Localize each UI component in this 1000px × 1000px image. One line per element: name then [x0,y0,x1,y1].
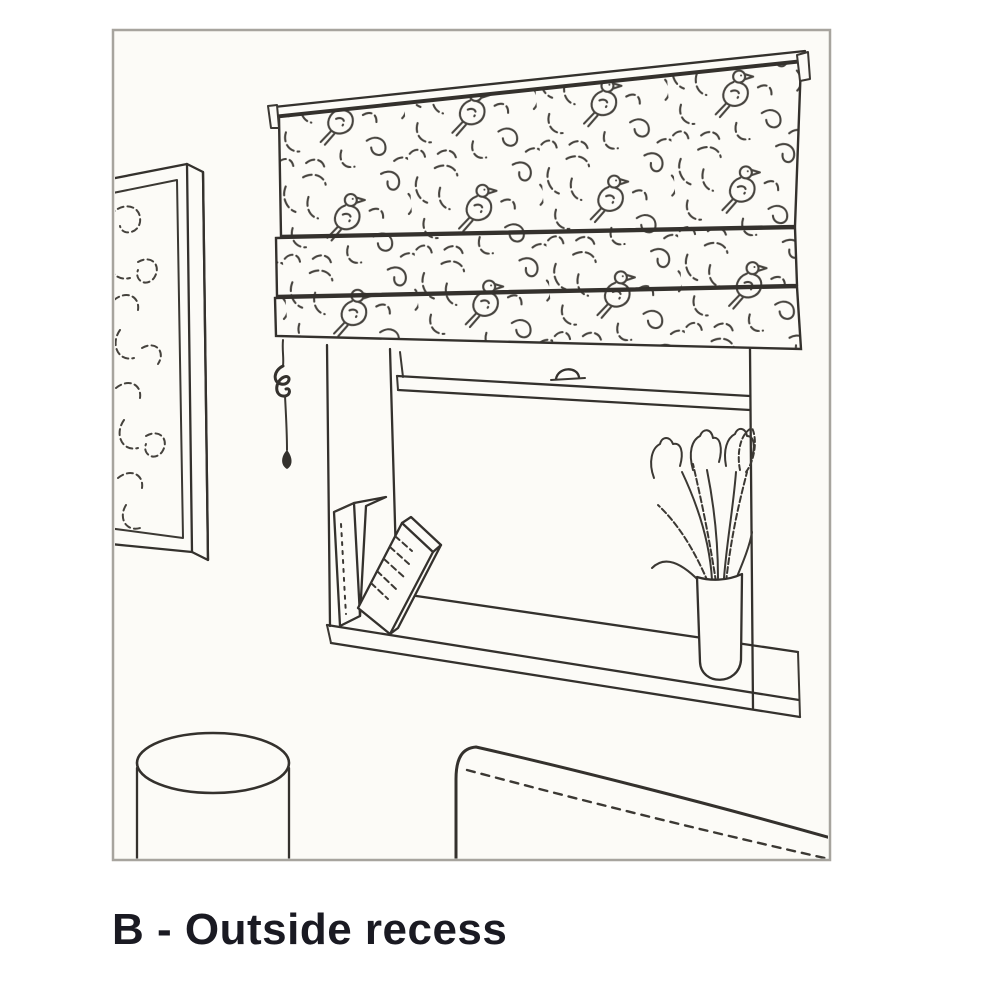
blind-fold-1 [274,226,799,298]
tulip-flowers [650,428,755,479]
roman-blind [267,49,811,351]
picture-frame [115,162,210,562]
window-right-jamb [748,347,755,710]
book-cover-text-lines [370,535,413,600]
sofa-back [454,745,828,859]
cylindrical-stool [135,731,291,859]
sash-bar [395,374,752,412]
figure-caption: B - Outside recess [112,905,508,954]
cord-weight [282,450,292,469]
headrail-left-bracket [267,104,280,129]
window-catch [550,368,586,381]
headrail-right-bracket [796,51,811,82]
blind-fold-2 [273,285,803,351]
cord-knot [273,364,291,398]
blind-headrail [267,49,811,129]
tulip-stems-and-leaves [651,427,756,587]
sash-window [325,343,802,719]
blind-main-panel [277,60,803,238]
window-recess-left-edge [325,343,332,628]
vase-of-tulips [650,427,756,681]
frame-artwork [115,205,166,530]
books-on-sill [332,495,443,636]
vase [695,572,744,681]
blind-pull-cord [273,339,292,469]
